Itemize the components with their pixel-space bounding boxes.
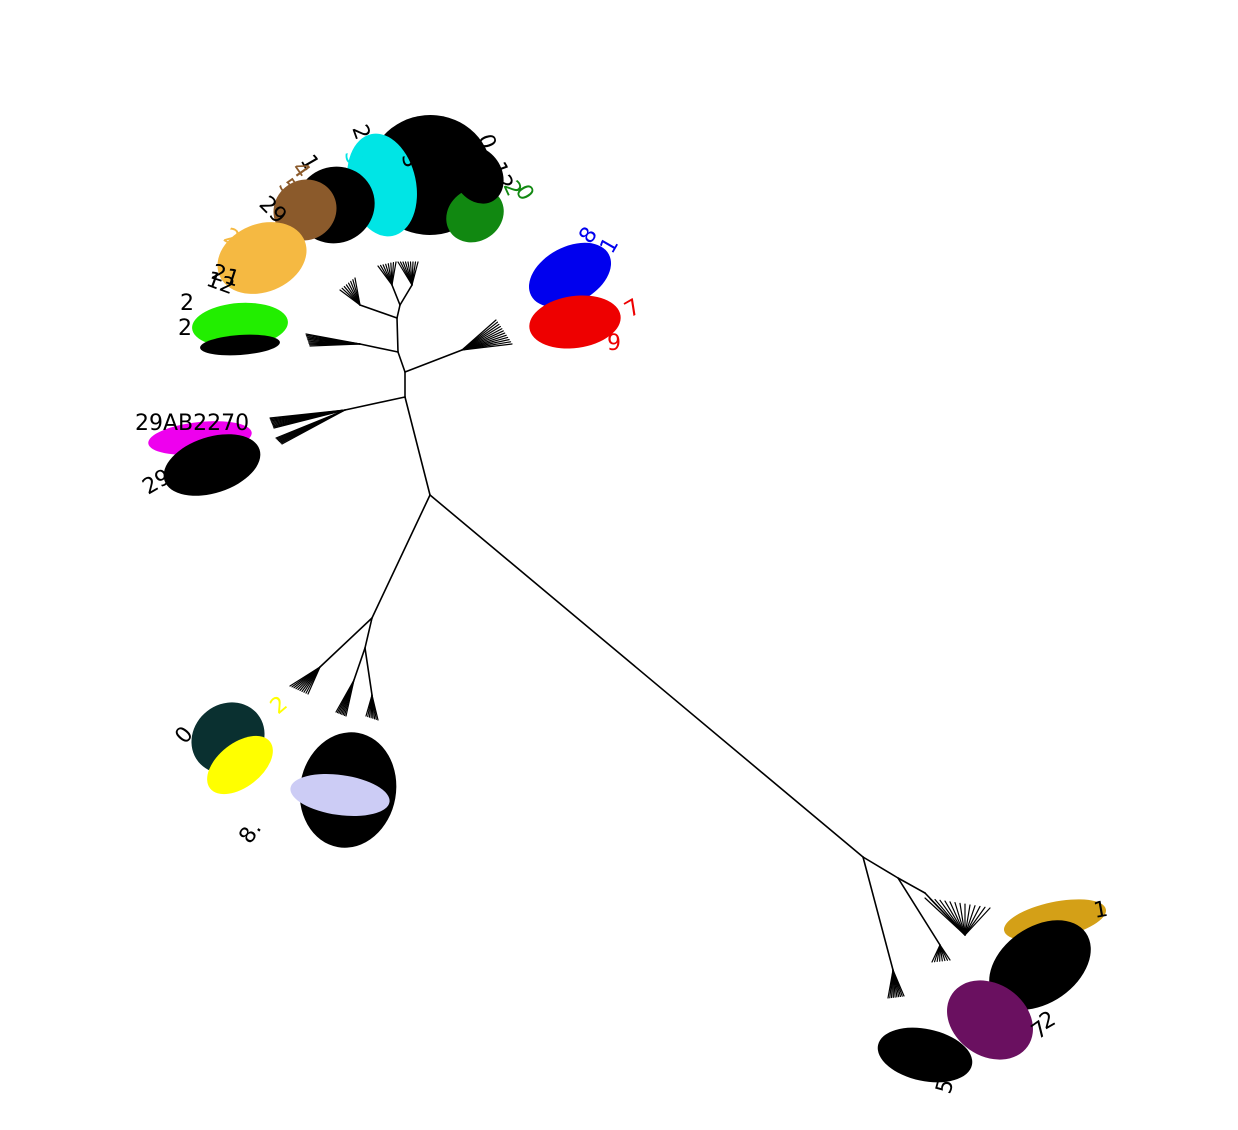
tip-label-mass bbox=[290, 774, 390, 816]
tip-label: 9 bbox=[607, 331, 621, 356]
branch bbox=[862, 856, 899, 879]
tip-branch bbox=[964, 906, 986, 936]
tip-label: 2 bbox=[266, 691, 293, 719]
tip-branch bbox=[309, 343, 361, 347]
tip-branch bbox=[949, 901, 966, 936]
tip-branch bbox=[939, 899, 966, 936]
branch bbox=[364, 647, 373, 696]
tip-label: 29AB2270 bbox=[135, 411, 249, 436]
tip-branch bbox=[371, 694, 379, 721]
tip-label: 2 bbox=[180, 291, 194, 316]
tip-label: 5 bbox=[932, 1077, 960, 1097]
branch bbox=[397, 351, 406, 373]
branch bbox=[391, 284, 401, 306]
branch bbox=[404, 349, 463, 373]
tip-branch bbox=[354, 277, 361, 306]
tip-branch bbox=[345, 679, 355, 717]
branch bbox=[897, 877, 926, 894]
tip-label-mass bbox=[452, 146, 504, 204]
branch bbox=[359, 343, 399, 353]
tip-branch bbox=[281, 409, 346, 445]
tip-label: 3 bbox=[339, 149, 366, 167]
tip-label: 3 bbox=[396, 152, 423, 170]
tip-label-masses bbox=[148, 114, 1107, 1083]
branch bbox=[897, 877, 941, 946]
tip-branch bbox=[964, 905, 981, 936]
branch bbox=[404, 396, 431, 496]
tip-branch bbox=[411, 261, 419, 286]
tree-branches bbox=[319, 284, 966, 971]
tip-branch bbox=[892, 969, 905, 997]
tip-branch bbox=[964, 904, 971, 936]
tip-label: 1 bbox=[1092, 897, 1110, 924]
tip-branch bbox=[954, 902, 966, 936]
tip-label-mass bbox=[273, 179, 337, 241]
branch bbox=[371, 494, 431, 619]
tip-label: 7 bbox=[621, 295, 646, 324]
tip-branch bbox=[461, 343, 513, 351]
tip-label: 1 bbox=[452, 135, 480, 155]
tip-branch bbox=[944, 900, 966, 936]
tip-label-mass bbox=[989, 920, 1091, 1010]
tip-label: 4 bbox=[412, 118, 437, 132]
branch bbox=[429, 494, 864, 858]
tip-branch bbox=[964, 905, 976, 936]
tip-label: 8. bbox=[234, 817, 267, 849]
branch bbox=[399, 284, 413, 306]
tip-branch bbox=[391, 261, 397, 286]
tip-label-mass bbox=[207, 735, 273, 795]
tip-label-mass bbox=[163, 434, 261, 496]
branch bbox=[396, 304, 401, 319]
tip-label-mass bbox=[529, 295, 621, 349]
tip-label-mass bbox=[217, 222, 307, 294]
branch bbox=[353, 647, 366, 681]
tip-fans bbox=[269, 261, 991, 999]
tip-branch bbox=[934, 898, 966, 936]
tip-branch bbox=[939, 944, 951, 961]
tip-branch bbox=[959, 902, 966, 936]
branch bbox=[344, 396, 406, 411]
branch bbox=[364, 617, 373, 649]
tip-label-mass bbox=[528, 242, 612, 308]
tip-label-mass bbox=[200, 334, 280, 356]
tip-branch bbox=[964, 907, 991, 936]
tip-branch bbox=[273, 409, 346, 429]
tip-label: 2 bbox=[178, 316, 192, 341]
tip-branch bbox=[307, 666, 321, 695]
tip-label-mass bbox=[877, 1027, 973, 1083]
branch bbox=[862, 856, 894, 971]
tip-label-mass bbox=[947, 980, 1033, 1060]
branch bbox=[359, 304, 398, 319]
branch bbox=[396, 317, 399, 353]
branch bbox=[319, 617, 373, 668]
